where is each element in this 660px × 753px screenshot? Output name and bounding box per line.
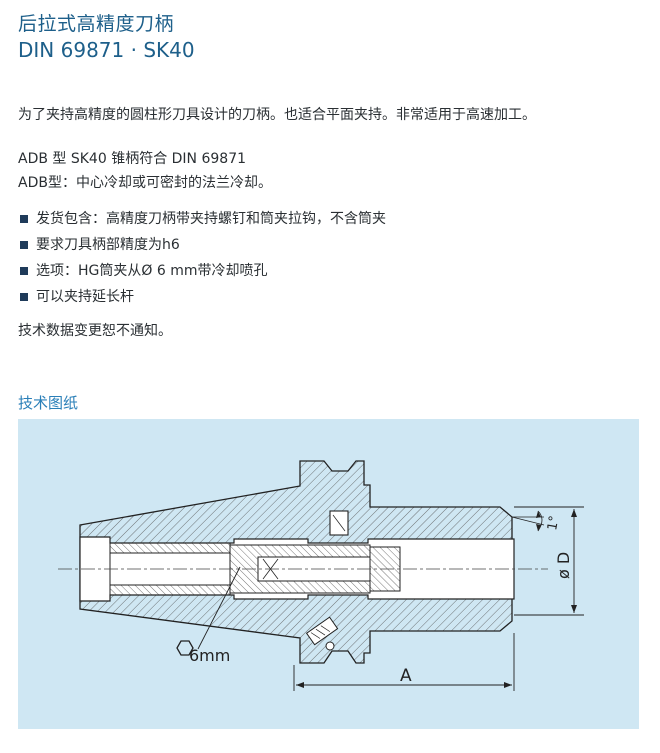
feature-list: 发货包含：高精度刀柄带夹持螺钉和筒夹拉钩，不含筒夹 要求刀具柄部精度为h6 选项… bbox=[20, 206, 386, 310]
tool-holder-drawing: 6mm A ø D 1° bbox=[58, 460, 584, 691]
hex-icon bbox=[176, 640, 194, 656]
adb-line-1: ADB 型 SK40 锥柄符合 DIN 69871 bbox=[18, 151, 247, 167]
hex-size-label: 6mm bbox=[189, 646, 230, 665]
adb-line-2: ADB型：中心冷却或可密封的法兰冷却。 bbox=[18, 175, 272, 191]
bullet-square-icon bbox=[20, 241, 28, 249]
angle-label: 1° bbox=[545, 515, 562, 532]
dimension-d-label: ø D bbox=[554, 552, 573, 579]
bullet-square-icon bbox=[20, 215, 28, 223]
technical-drawing: 6mm A ø D 1° bbox=[18, 419, 639, 729]
feature-item: 要求刀具柄部精度为h6 bbox=[20, 232, 386, 258]
coolant-screw bbox=[305, 616, 339, 646]
feature-item: 发货包含：高精度刀柄带夹持螺钉和筒夹拉钩，不含筒夹 bbox=[20, 206, 386, 232]
bullet-square-icon bbox=[20, 293, 28, 301]
feature-item: 可以夹持延长杆 bbox=[20, 284, 386, 310]
feature-item: 选项：HG筒夹从Ø 6 mm带冷却喷孔 bbox=[20, 258, 386, 284]
technical-drawing-title: 技术图纸 bbox=[18, 394, 79, 412]
bullet-square-icon bbox=[20, 267, 28, 275]
product-title: 后拉式高精度刀柄 bbox=[18, 13, 175, 35]
notice-text: 技术数据变更恕不通知。 bbox=[18, 323, 172, 339]
dimension-a-label: A bbox=[400, 666, 412, 686]
intro-text: 为了夹持高精度的圆柱形刀具设计的刀柄。也适合平面夹持。非常适用于高速加工。 bbox=[18, 107, 536, 123]
product-subtitle: DIN 69871 · SK40 bbox=[18, 38, 195, 62]
